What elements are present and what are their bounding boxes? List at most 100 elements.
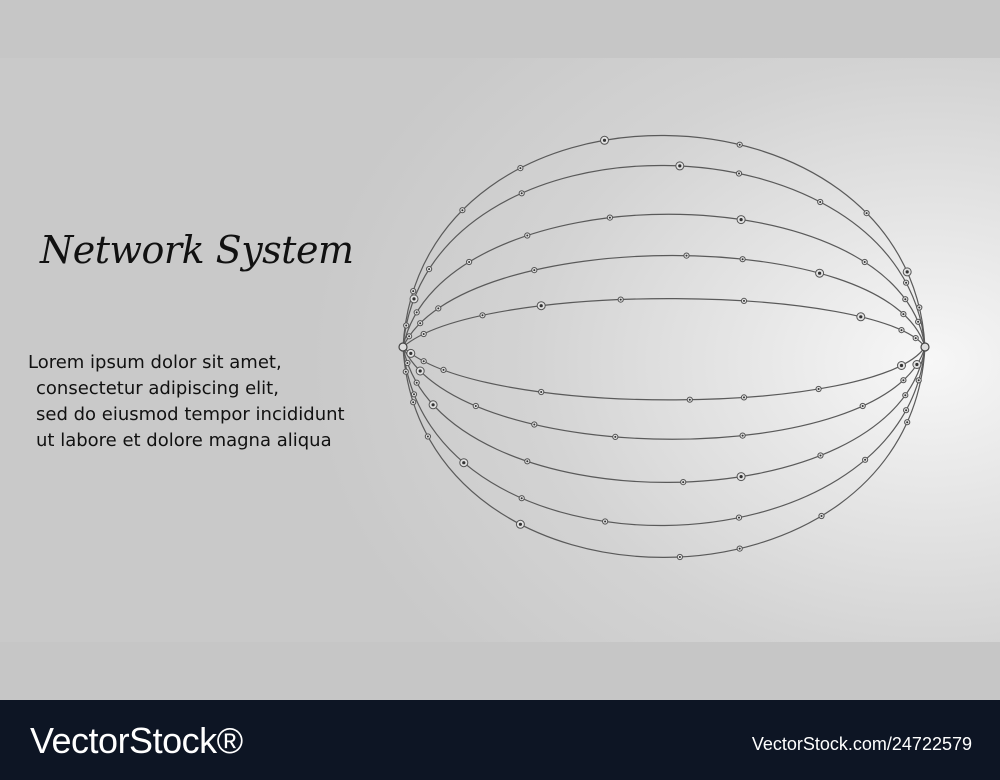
network-node-core [741, 258, 744, 261]
network-node-core [906, 421, 909, 424]
body-line: Lorem ipsum dolor sit amet, [28, 352, 282, 373]
network-node-core [682, 481, 685, 484]
network-node-core [818, 271, 822, 275]
network-node-core [738, 516, 740, 519]
network-node-core [533, 423, 536, 426]
network-node-core [533, 269, 536, 272]
network-node-core [526, 234, 529, 237]
network-node-core [426, 435, 429, 438]
network-node-core [738, 547, 741, 550]
network-node-core [820, 515, 823, 517]
network-node-core [743, 299, 745, 302]
sphere-pole-node [398, 342, 408, 352]
image-id: VectorStock.com/24722579 [751, 734, 972, 754]
network-node-core [418, 369, 422, 373]
network-node-core [905, 409, 908, 412]
network-node-core [518, 522, 523, 526]
network-node-core [819, 201, 822, 203]
body-line: ut labore et dolore magna aliqua [36, 430, 332, 451]
network-node-core [474, 405, 477, 407]
network-node-core [406, 362, 409, 364]
network-node-core [863, 261, 866, 263]
network-node-core [917, 379, 920, 382]
network-node-core [462, 461, 466, 465]
network-node-core [905, 270, 909, 274]
network-node-core [461, 209, 464, 212]
network-arc [402, 255, 926, 348]
network-node-core [404, 370, 407, 373]
network-node-core [431, 403, 435, 407]
network-sphere [398, 134, 930, 561]
network-node-core [412, 290, 415, 293]
network-node-core [437, 307, 440, 310]
network-node-core [614, 435, 617, 438]
network-node-core [415, 381, 418, 384]
footer-bar: VectorStock® VectorStock.com/24722579 [0, 700, 1000, 780]
network-node-core [819, 454, 822, 457]
network-node-core [914, 337, 917, 340]
network-arc [402, 346, 926, 527]
network-node-core [861, 405, 864, 407]
network-arc [402, 298, 926, 348]
body-text: Lorem ipsum dolor sit amet, consectetur … [28, 350, 345, 454]
network-node-core [899, 363, 904, 368]
network-node-core [743, 396, 745, 399]
network-node-core [520, 192, 523, 195]
network-node-core [738, 143, 741, 146]
network-node-core [917, 320, 920, 323]
network-node-core [865, 212, 868, 215]
body-line: sed do eiusmod tempor incididunt [36, 404, 345, 425]
network-node-core [520, 497, 523, 500]
network-arc [402, 346, 926, 440]
network-node-core [619, 298, 622, 301]
network-node-core [604, 520, 607, 523]
network-node-core [412, 401, 415, 404]
network-node-core [902, 379, 905, 382]
network-node-core [412, 297, 416, 301]
network-node-core [419, 322, 422, 325]
network-arc [402, 164, 926, 348]
network-node-core [408, 335, 411, 338]
body-line: consectetur adipiscing elit, [36, 378, 279, 399]
network-node-core [405, 324, 408, 327]
network-node-core [602, 138, 607, 142]
network-node-core [905, 281, 908, 284]
network-node-core [904, 394, 907, 397]
network-node-core [739, 475, 743, 479]
network-node-core [859, 315, 863, 319]
network-node-core [918, 306, 921, 309]
network-node-core [422, 360, 425, 363]
network-arc [402, 346, 926, 558]
gradient-panel [0, 58, 1000, 642]
network-node-core [902, 313, 905, 316]
network-node-core [409, 351, 413, 355]
network-node-core [422, 333, 425, 335]
network-node-core [428, 268, 431, 271]
network-node-core [904, 298, 907, 301]
sphere-pole-node [920, 342, 930, 352]
network-node-core [678, 164, 682, 168]
network-node-core [915, 362, 919, 367]
network-arc [402, 213, 926, 348]
page-title: Network System [40, 228, 354, 272]
network-node-core [688, 398, 691, 401]
brand-logo[interactable]: VectorStock® [30, 720, 243, 761]
network-node-core [678, 556, 681, 558]
network-node-core [900, 329, 903, 332]
network-node-core [413, 393, 415, 396]
network-arc [402, 346, 926, 483]
network-node-core [481, 314, 484, 317]
network-node-core [817, 388, 820, 390]
network-node-core [540, 391, 543, 393]
network-node-core [608, 216, 611, 219]
network-node-core [864, 458, 867, 461]
network-node-core [685, 254, 688, 257]
network-node-core [739, 218, 743, 222]
network-node-core [415, 311, 418, 314]
network-arc [402, 346, 926, 401]
network-node-core [738, 172, 740, 175]
illustration: Network System Lorem ipsum dolor sit ame… [0, 58, 1000, 642]
network-node-core [519, 167, 522, 170]
network-node-core [526, 460, 529, 463]
network-node-core [539, 304, 543, 308]
